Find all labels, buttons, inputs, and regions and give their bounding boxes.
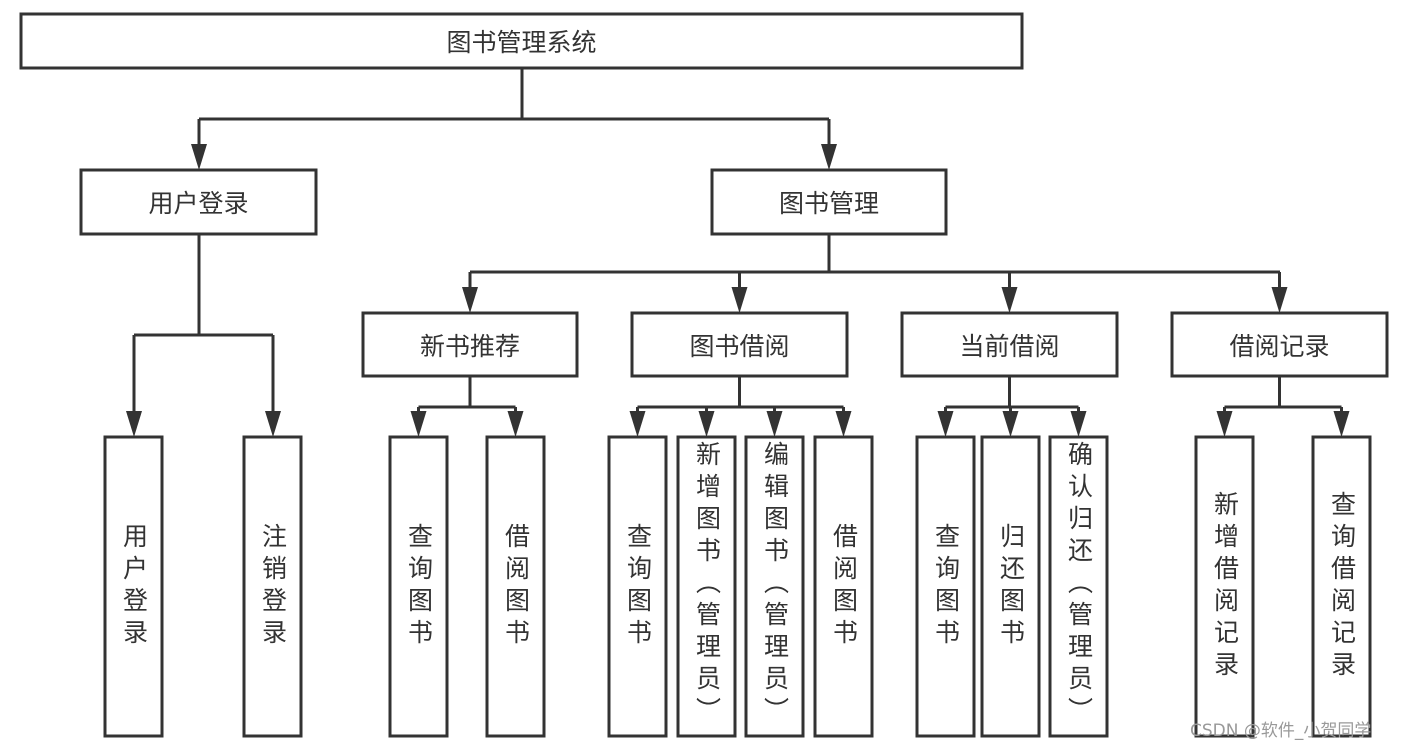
leaf-user-login-box	[103, 435, 164, 738]
leaf-3-2-box	[980, 435, 1041, 738]
root-node-label: 图书管理系统	[446, 28, 597, 57]
node-3-label: 当前借阅	[959, 331, 1060, 361]
leaf-3-1-label: 查询图书	[931, 522, 961, 651]
arrow-head	[1216, 411, 1233, 437]
leaf-2-1-box	[607, 435, 668, 738]
leaf-2-2-label: 新增图书（管理员）	[692, 441, 722, 729]
arrow-head	[1070, 411, 1087, 437]
leaf-1-1-label: 查询图书	[404, 522, 434, 651]
leaf-3-1: 查询图书	[917, 437, 974, 736]
leaf-4-2-box	[1311, 435, 1372, 738]
node-4-box	[1170, 311, 1389, 378]
leaf-4-2: 查询借阅记录	[1313, 437, 1370, 736]
node-2-box	[630, 311, 849, 378]
leaf-2-4-box	[813, 435, 874, 738]
leaf-2-1: 查询图书	[609, 437, 666, 736]
node-user-login-box	[79, 168, 318, 236]
node-4-label: 借阅记录	[1229, 331, 1330, 361]
arrow-head	[766, 411, 783, 437]
leaf-2-1-label: 查询图书	[623, 522, 653, 651]
leaf-logout-label: 注销登录	[258, 522, 288, 651]
arrow-head	[835, 411, 852, 437]
arrow-head	[126, 411, 142, 437]
node-1-label: 新书推荐	[419, 331, 520, 361]
leaf-4-1-box	[1194, 435, 1255, 738]
leaf-logout-box	[242, 435, 303, 738]
leaf-3-3-label: 确认归还（管理员）	[1064, 441, 1094, 729]
watermark: CSDN @软件_小贺同学	[1190, 721, 1372, 741]
leaf-user-login-label: 用户登录	[119, 522, 149, 651]
node-2-label: 图书借阅	[689, 331, 790, 361]
node-book-management-label: 图书管理	[778, 189, 879, 218]
leaf-1-1: 查询图书	[390, 437, 447, 736]
leaf-2-3-label: 编辑图书（管理员）	[760, 441, 790, 729]
arrow-head	[1333, 411, 1350, 437]
root-node-box	[19, 12, 1024, 70]
leaf-2-2: 新增图书（管理员）	[678, 437, 735, 736]
leaf-2-3: 编辑图书（管理员）	[746, 437, 803, 736]
arrow-head	[937, 411, 954, 437]
arrow-head	[821, 144, 837, 170]
node-3-box	[900, 311, 1119, 378]
leaf-4-1-label: 新增借阅记录	[1210, 490, 1240, 683]
node-1-box	[361, 311, 579, 378]
arrow-head	[629, 411, 646, 437]
leaf-4-2-label: 查询借阅记录	[1327, 490, 1357, 683]
leaf-3-1-box	[915, 435, 976, 738]
arrow-head	[507, 411, 524, 437]
leaf-3-3: 确认归还（管理员）	[1050, 437, 1107, 736]
leaf-3-3-box	[1048, 435, 1109, 738]
leaf-1-2-box	[485, 435, 546, 738]
leaf-1-1-box	[388, 435, 449, 738]
leaf-1-2-label: 借阅图书	[501, 522, 531, 651]
arrow-head	[191, 144, 207, 170]
arrow-head	[1002, 411, 1019, 437]
leaf-2-2-box	[676, 435, 737, 738]
arrow-head	[698, 411, 715, 437]
leaf-2-3-box	[744, 435, 805, 738]
node-user-login-label: 用户登录	[148, 189, 249, 218]
leaf-user-login: 用户登录	[105, 437, 162, 736]
leaf-3-2-label: 归还图书	[996, 522, 1026, 651]
leaf-logout: 注销登录	[244, 437, 301, 736]
arrow-head	[1001, 287, 1018, 313]
arrow-head	[1271, 287, 1288, 313]
arrow-head	[410, 411, 427, 437]
leaf-2-4-label: 借阅图书	[829, 522, 859, 651]
arrow-head	[731, 287, 748, 313]
leaf-4-1: 新增借阅记录	[1196, 437, 1253, 736]
leaf-1-2: 借阅图书	[487, 437, 544, 736]
leaf-3-2: 归还图书	[982, 437, 1039, 736]
arrow-head	[265, 411, 281, 437]
arrow-head	[462, 287, 478, 313]
leaf-2-4: 借阅图书	[815, 437, 872, 736]
